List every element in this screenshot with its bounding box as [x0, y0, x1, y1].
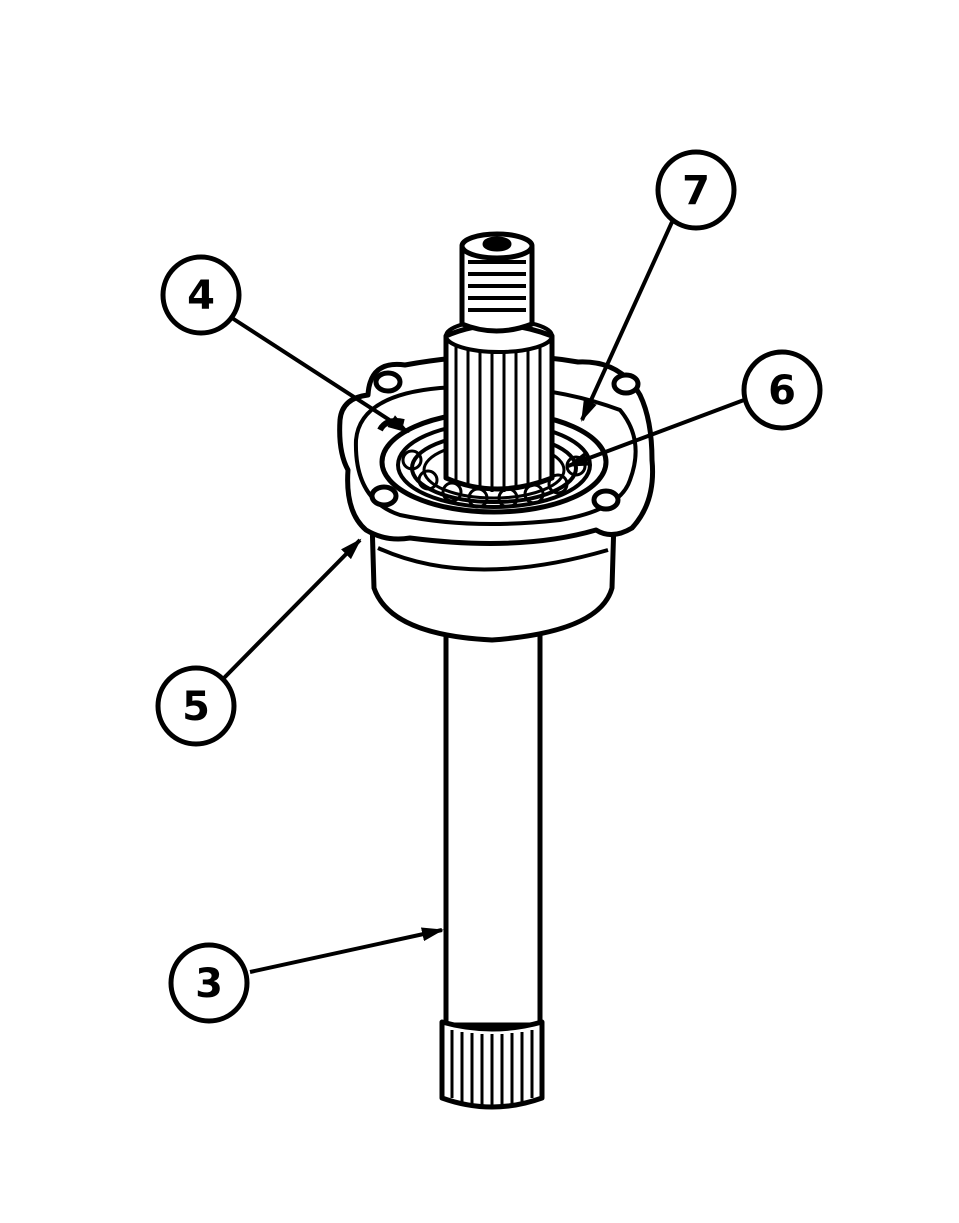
shaft-assembly — [337, 231, 656, 1110]
lower-spline — [439, 1019, 545, 1110]
leader-line-7 — [580, 221, 674, 422]
callout-label-6: 6 — [768, 368, 796, 414]
bearing-cup — [369, 517, 617, 643]
leader-line-5 — [220, 538, 362, 682]
callout-label-5: 5 — [182, 684, 210, 730]
lower-shaft — [443, 617, 543, 1028]
callout-7: 7 — [655, 149, 737, 231]
leader-lines — [220, 221, 745, 974]
callout-4: 4 — [160, 254, 242, 336]
callout-label-3: 3 — [195, 961, 223, 1007]
leader-line-3 — [249, 927, 444, 974]
threaded-stud — [459, 231, 535, 334]
callout-5: 5 — [155, 665, 237, 747]
callout-3: 3 — [168, 942, 250, 1024]
leader-line-4 — [230, 316, 410, 434]
callouts: 4 7 6 5 3 — [155, 149, 823, 1024]
callout-label-7: 7 — [682, 168, 710, 214]
callout-label-4: 4 — [187, 273, 215, 319]
leader-line-6 — [566, 398, 745, 468]
upper-spline — [443, 318, 555, 492]
callout-6: 6 — [741, 349, 823, 431]
